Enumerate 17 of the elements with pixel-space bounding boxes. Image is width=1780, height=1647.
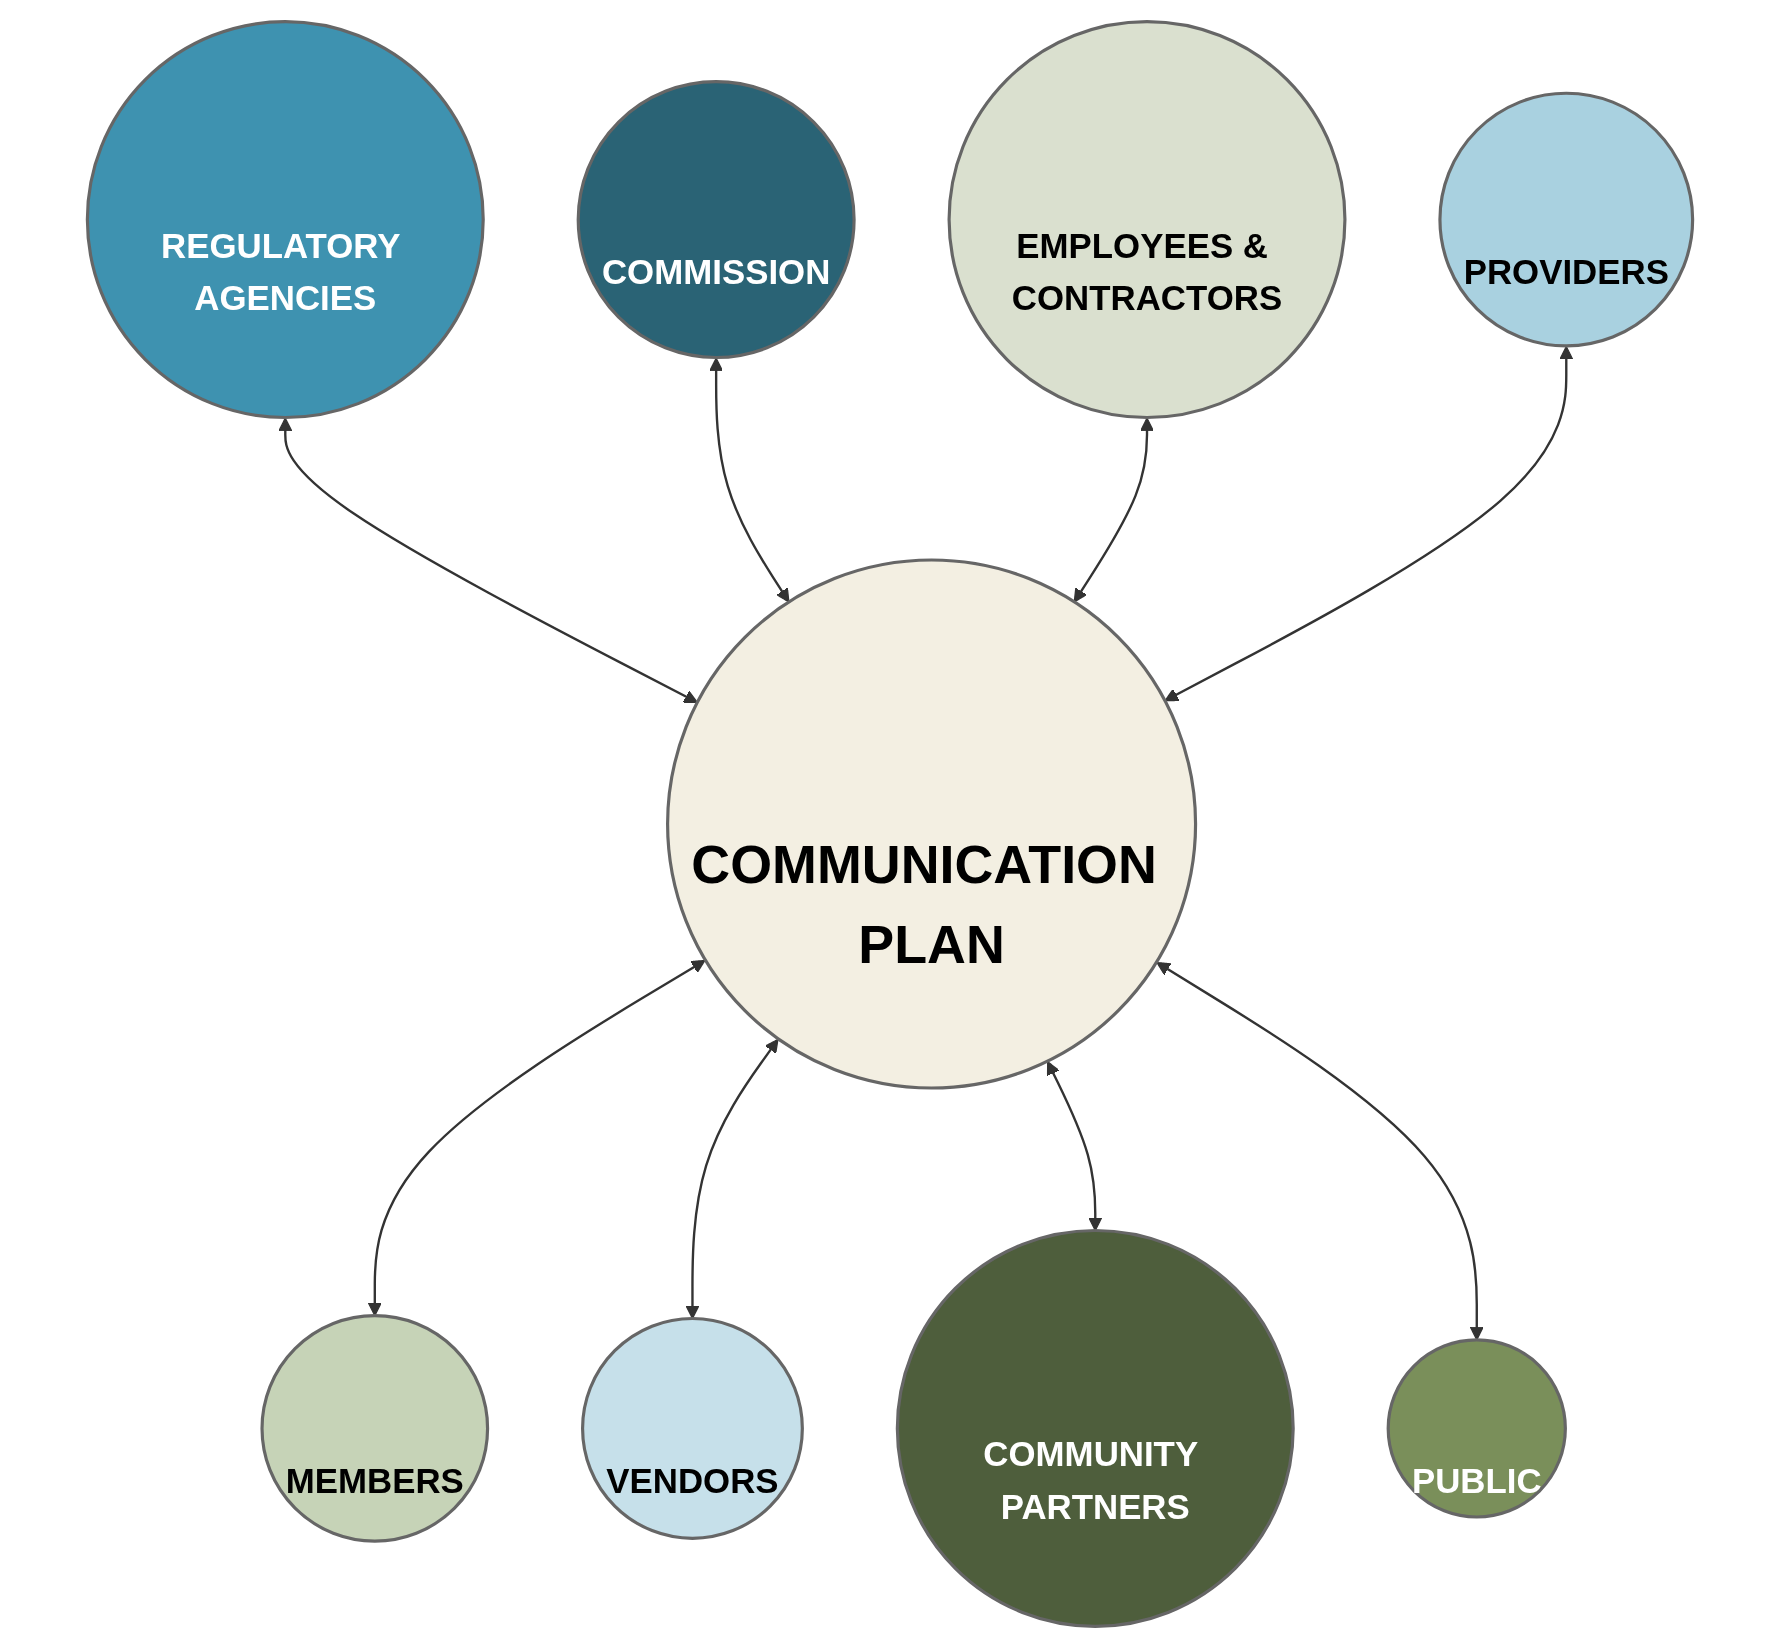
node-circle: MEMBERS — [260, 1313, 490, 1543]
arrow — [278, 417, 698, 703]
node-circle: PROVIDERS — [1438, 91, 1695, 348]
node-circle: COMMUNITY PARTNERS — [895, 1228, 1295, 1628]
arrow — [685, 1038, 779, 1319]
arrow — [1164, 345, 1574, 701]
node-circle: VENDORS — [581, 1316, 804, 1540]
arrow — [1046, 1060, 1103, 1231]
arrow — [1156, 961, 1484, 1340]
node-circle: COMMUNICATION PLAN — [666, 557, 1198, 1090]
arrow — [367, 959, 706, 1316]
node-circle: REGULATORY AGENCIES — [85, 19, 485, 419]
node-circle: COMMISSION — [576, 79, 856, 359]
arrow — [1073, 417, 1154, 603]
node-circle: EMPLOYEES & CONTRACTORS — [947, 19, 1347, 419]
arrow — [709, 357, 790, 603]
node-circle: PUBLIC — [1386, 1337, 1567, 1519]
